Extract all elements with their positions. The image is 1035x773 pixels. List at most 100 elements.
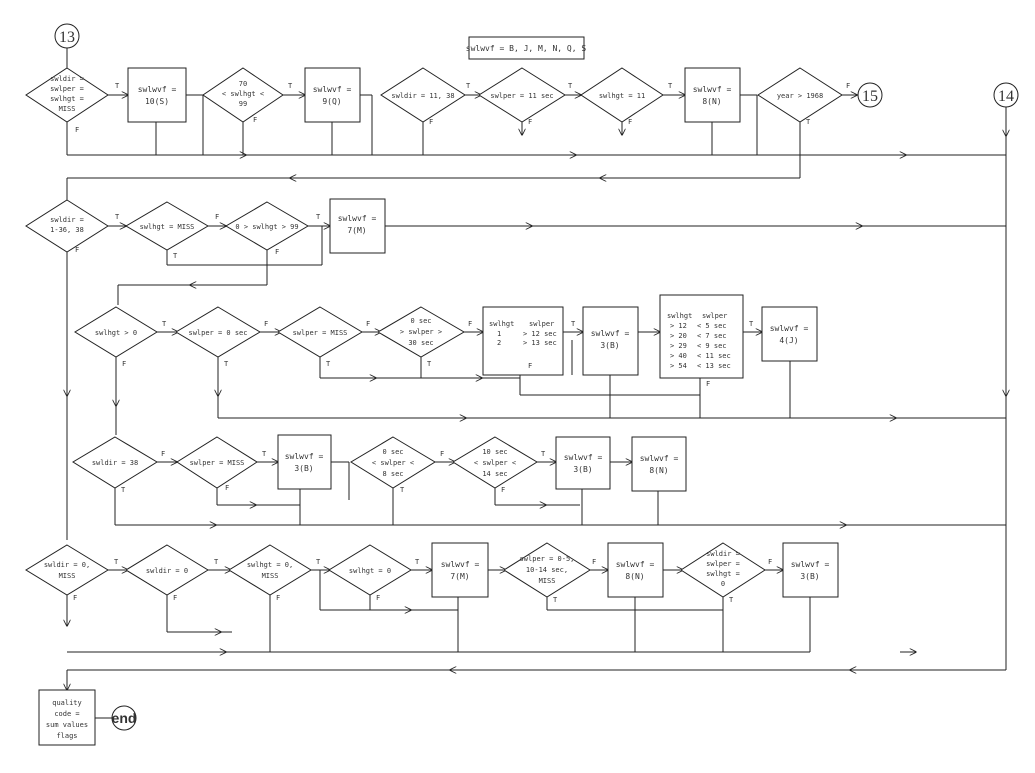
branch-true: T [326,360,331,368]
branch-false: F [440,450,444,458]
branch-false: F [846,82,850,90]
decision-missing-all [25,67,109,123]
branch-true: T [749,320,754,328]
decision-height-11 [580,67,664,123]
process-text: swlwvf = [591,329,630,338]
branch-false: F [376,594,380,602]
decision-direction-38 [72,436,158,489]
table-cell: < 5 sec [697,322,727,330]
decision-period-missing-2 [176,436,258,489]
table-cell: > 13 sec [523,339,557,347]
decision-height-0 [328,544,412,596]
branch-true: T [466,82,471,90]
decision-text: < swlper < [474,459,516,467]
branch-false: F [225,484,229,492]
decision-period-range [377,306,465,358]
decision-text: swldir = 38 [92,459,138,467]
branch-false: F [275,248,279,256]
final-text: quality [52,699,82,707]
branch-labels: T F T F T F T F T F F T T F F T T F T F … [73,82,850,604]
decision-text: swlhgt = 11 [599,92,645,100]
table-header: swlper [702,312,727,320]
decision-text: swlper = [706,560,740,568]
process-text: swlwvf = [693,85,732,94]
decision-text: swldir = [706,550,740,558]
table-cell: > 12 [670,322,687,330]
decision-direction-0 [125,544,209,596]
branch-true: T [668,82,673,90]
branch-true: T [415,558,420,566]
decision-text: swldir = [50,216,84,224]
branch-false: F [215,213,219,221]
decision-text: swlhgt = 0, [247,561,293,569]
process-box-3b [582,306,639,376]
table-cell: < 9 sec [697,342,727,350]
decision-height-range [202,67,284,123]
direction-arrows [67,120,1006,670]
table-cell: 2 [497,339,501,347]
process-box-4j [761,306,818,362]
decision-text: swlper = [50,85,84,93]
branch-false: F [75,126,79,134]
branch-true: T [571,320,576,328]
branch-true: T [541,450,546,458]
decision-height-missing [125,201,209,251]
decision-period-0-8 [350,436,436,489]
quality-code-box [38,689,96,746]
process-text: 3(B) [800,572,819,581]
connector-13-label: 13 [59,29,75,46]
table-header: swlhgt [667,312,692,320]
process-text: 7(M) [450,572,469,581]
table-cell: > 20 [670,332,687,340]
process-text: swlwvf = [640,454,679,463]
process-box-3b-row4 [277,434,332,490]
decision-text: MISS [59,572,76,580]
decision-text: 10 sec [482,448,507,456]
branch-true: T [214,558,219,566]
decision-period-set [503,542,591,598]
final-text: flags [56,732,77,740]
decision-period-zero [175,306,261,358]
process-text: 9(Q) [322,97,341,106]
branch-true: T [121,486,126,494]
branch-true: T [427,360,432,368]
branch-false: F [706,380,710,388]
branch-true: T [162,320,167,328]
process-box-3b-row5 [782,542,839,598]
decision-text: swlper = MISS [190,459,245,467]
decision-text: swlper = 0 sec [188,329,247,337]
process-text: swlwvf = [338,214,377,223]
decision-text: 30 sec [408,339,433,347]
process-box-8n [684,67,741,123]
process-box-10s [127,67,187,123]
branch-true: T [288,82,293,90]
decision-text: swldir = [50,75,84,83]
branch-true: T [173,252,178,260]
decision-text: 0 [721,580,725,588]
decision-year [757,67,843,123]
decision-text: swldir = 0, [44,561,90,569]
decision-text: > swlper > [400,328,442,336]
process-box-7m [329,198,386,254]
table-cell: > 40 [670,352,687,360]
process-text: swlwvf = [564,453,603,462]
threshold-table-small [482,306,564,376]
process-text: 10(S) [145,97,169,106]
decision-height-bounds [225,201,309,251]
branch-true: T [224,360,229,368]
table-header: swlper [529,320,554,328]
branch-false: F [768,558,772,566]
connector-14-label: 14 [998,88,1014,105]
decision-height-0-missing [228,544,312,596]
decision-text: MISS [262,572,279,580]
table-cell: < 11 sec [697,352,731,360]
branch-false: F [276,594,280,602]
decision-text: swlhgt = [706,570,740,578]
branch-false: F [628,118,632,126]
branch-false: F [173,594,177,602]
process-text: swlwvf = [616,560,655,569]
process-box-7m-row5 [431,542,489,598]
flow-lines [67,48,1007,719]
branch-false: F [73,594,77,602]
